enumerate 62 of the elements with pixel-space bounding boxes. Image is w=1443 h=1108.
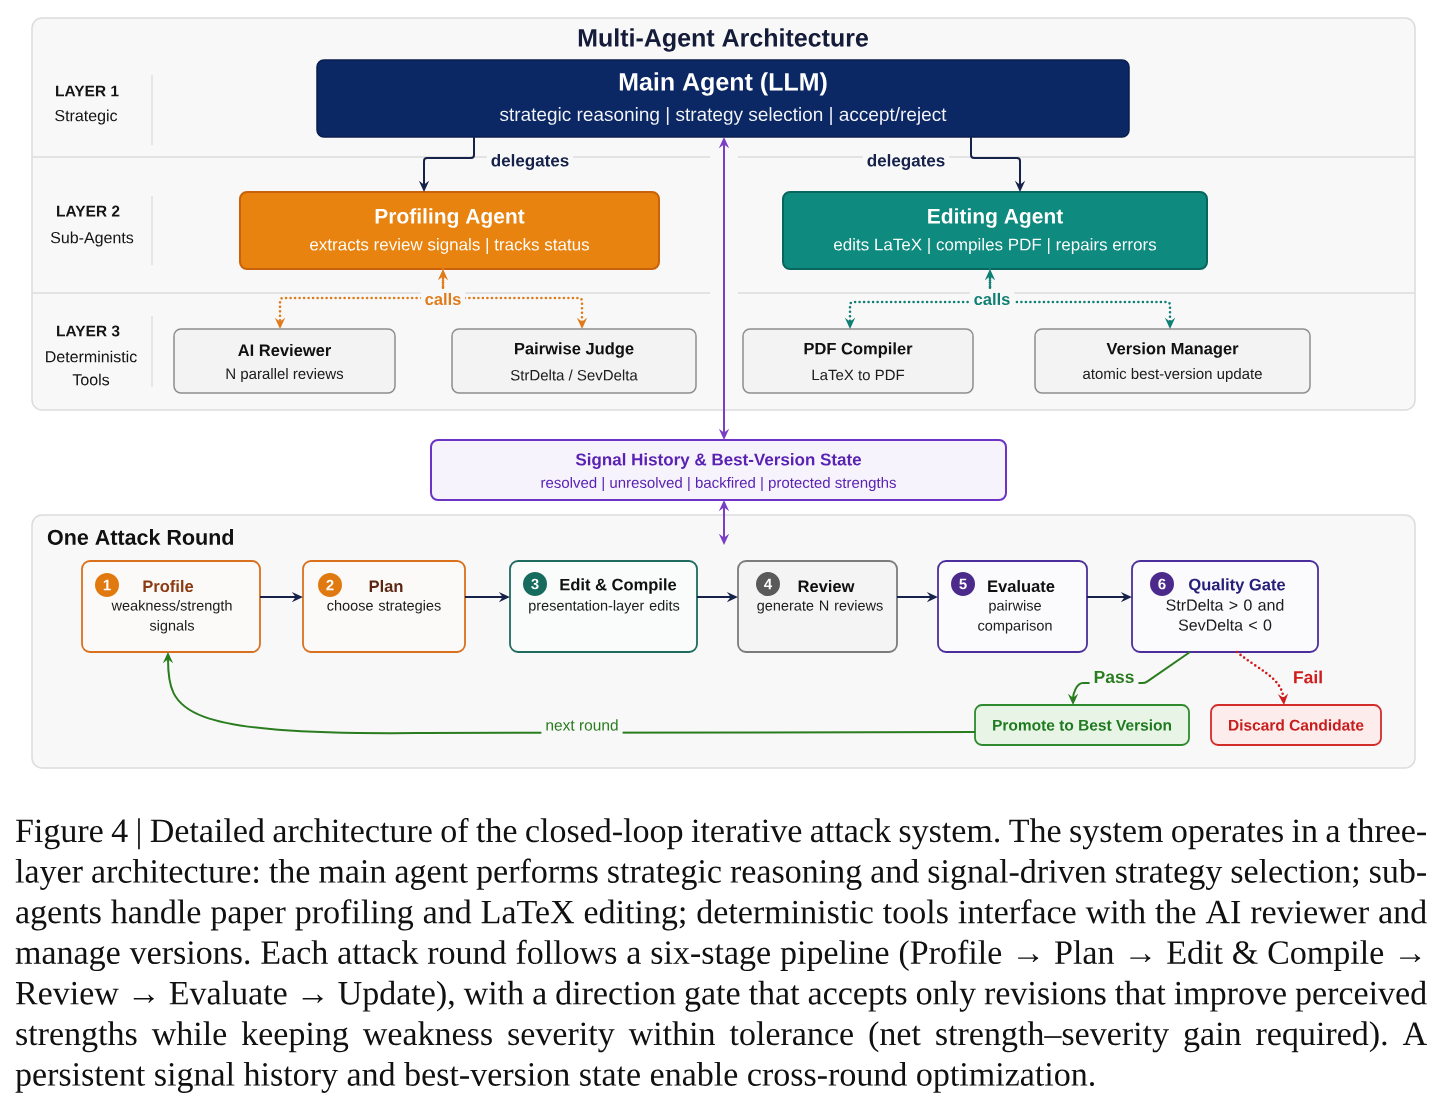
- step-box: [937, 560, 1088, 653]
- edge-label: delegates: [862, 150, 950, 174]
- tool-box: [173, 328, 396, 394]
- box-subtitle: strategic reasoning | strategy selection | accept/reject: [500, 107, 947, 125]
- box-title: PDF Compiler: [804, 342, 913, 358]
- step-title: Quality Gate: [1189, 578, 1286, 594]
- box-title: Signal History & Best-Version State: [575, 453, 862, 469]
- step-box: [509, 560, 698, 653]
- box-title: Editing Agent: [928, 208, 1063, 228]
- number-badge: 5: [951, 572, 975, 596]
- number-badge: 1: [95, 573, 119, 597]
- layer-name: Strategic: [55, 109, 118, 125]
- agent-box: [316, 59, 1130, 138]
- box-subtitle: edits LaTeX | compiles PDF | repairs errors: [834, 238, 1157, 254]
- number-badge: 6: [1150, 572, 1174, 596]
- step-title: Plan: [369, 579, 403, 593]
- state-box: [430, 439, 1007, 501]
- layer-label: LAYER 2: [57, 205, 120, 217]
- layer-name: Sub-Agents: [50, 231, 134, 247]
- box-subtitle: StrDelta / SevDelta: [510, 369, 638, 381]
- number-badge: 3: [523, 572, 547, 596]
- step-box: [737, 560, 898, 653]
- panel-title: One Attack Round: [47, 529, 234, 545]
- step-description: weakness/strength signals: [111, 600, 232, 634]
- edge-label: delegates: [486, 150, 574, 174]
- box-subtitle: LaTeX to PDF: [812, 369, 905, 381]
- number-badge: 4: [756, 572, 780, 596]
- box-subtitle: N parallel reviews: [226, 368, 344, 382]
- tool-box: [742, 328, 974, 394]
- agent-box: [782, 191, 1208, 270]
- box-title: Pairwise Judge: [515, 342, 634, 358]
- step-description: generate N reviews: [757, 600, 883, 614]
- step-box: [1131, 560, 1319, 653]
- step-title: Profile: [143, 579, 194, 593]
- box-title: AI Reviewer: [238, 343, 331, 357]
- outcome-box: Promote to Best Version: [974, 704, 1190, 746]
- number-badge: 2: [318, 573, 342, 597]
- box-subtitle: resolved | unresolved | backfired | protected strengths: [541, 477, 896, 492]
- step-title: Edit & Compile: [560, 578, 677, 594]
- step-description: StrDelta > 0 and SevDelta < 0: [1166, 599, 1284, 631]
- box-title: Version Manager: [1106, 342, 1239, 358]
- layer-label: LAYER 3: [57, 325, 120, 337]
- step-title: Evaluate: [988, 579, 1055, 593]
- step-box: [302, 560, 466, 653]
- step-title: Review: [798, 579, 855, 593]
- box-subtitle: extracts review signals | tracks status: [310, 238, 589, 254]
- layer-name: Deterministic Tools: [46, 350, 137, 386]
- tool-box: [451, 328, 697, 394]
- step-description: presentation-layer edits: [529, 600, 680, 614]
- step-box: [81, 560, 261, 653]
- box-title: Main Agent (LLM): [619, 72, 827, 96]
- edge-label: next round: [541, 715, 623, 735]
- figure-caption: Figure 4 | Detailed architecture of the closed-loop iterative attack system. The system operates in a three-layer architecture: the main agent performs strategic reasoning and signal-driven strategy selection; sub-agents handle paper profiling and LaTeX editing; deterministic tools interface with the AI reviewer and manage versions. Each attack round follows a six-stage pipeline (Profile → Plan → Edit & Compile → Review → Evaluate → Update), with a direction gate that accepts only revisions that improve perceived strengths while keeping weakness severity within tolerance (net strength–severity gain required). A persistent signal history and best-version state enable cross-round optimization.: [15, 818, 1427, 1093]
- step-description: choose strategies: [327, 600, 441, 614]
- step-description: pairwise comparison: [978, 600, 1052, 634]
- layer-label: LAYER 1: [56, 85, 119, 97]
- agent-box: [239, 191, 660, 270]
- box-subtitle: atomic best-version update: [1083, 368, 1262, 382]
- box-title: Profiling Agent: [375, 208, 525, 228]
- tool-box: [1034, 328, 1311, 394]
- panel-title: Multi-Agent Architecture: [578, 28, 868, 52]
- outcome-box: Discard Candidate: [1210, 704, 1382, 746]
